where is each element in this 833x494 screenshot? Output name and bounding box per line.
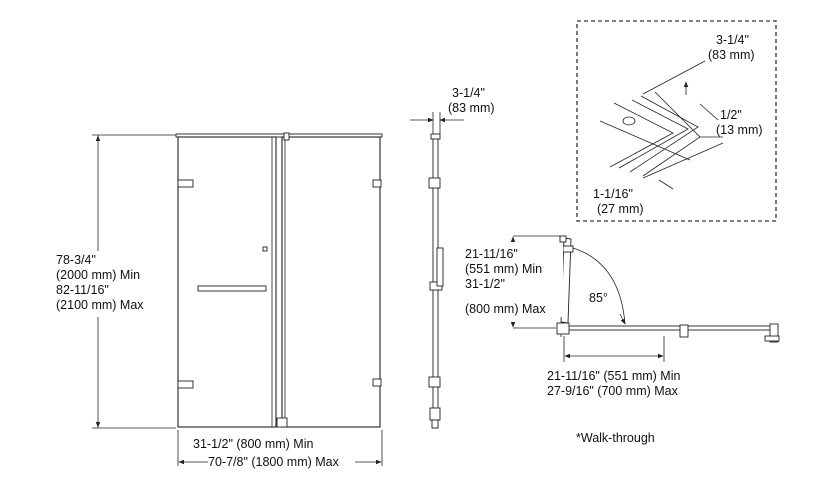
walk-through-note: *Walk-through [576,431,655,445]
plan-left-label-4: (800 mm) Max [465,302,546,316]
plan-left-label-2: (551 mm) Min [465,262,542,276]
plan-bottom-label-1: 21-11/16" (551 mm) Min [547,369,680,383]
detail-top-label-2: (83 mm) [708,48,755,62]
side-depth-label-2: (83 mm) [448,101,495,115]
door-knob [262,246,268,252]
side-handle [436,247,444,287]
detail-screw-hole [622,116,636,126]
plan-bottom-label-2: 27-9/16" (700 mm) Max [547,384,679,398]
detail-top-label-1: 3-1/4" [716,33,749,47]
side-view: 3-1/4" (83 mm) [410,86,495,429]
door-panel [177,136,277,428]
hinge-bottom [177,380,194,389]
height-label-1: 78-3/4" [56,253,96,267]
towel-bar-handle [197,285,267,292]
plan-view: 85° 21-11/16" (551 mm) Min 31-1/2" (800 … [463,235,780,398]
detail-frame [576,20,777,222]
height-label-4: (2100 mm) Max [56,298,144,312]
hinge-top [177,179,194,188]
side-depth-label-1: 3-1/4" [452,86,485,100]
top-connector [283,132,290,141]
plan-left-label-1: 21-11/16" [465,247,518,261]
plan-left-label-3: 31-1/2" [465,277,505,291]
plan-fixed-panel [562,325,779,331]
front-view: 78-3/4" (2000 mm) Min 82-11/16" (2100 mm… [50,132,383,469]
width-label-2: 70-7/8" (1800 mm) Max [208,455,340,469]
fixed-panel [281,136,381,428]
width-label-1: 31-1/2" (800 mm) Min [193,437,313,451]
plan-angle-label: 85° [589,291,608,305]
detail-bottom-label-2: (27 mm) [597,202,644,216]
height-label-2: (2000 mm) Min [56,268,140,282]
detail-view: 3-1/4" (83 mm) 1/2" (13 mm) 1-1/16" (27 … [576,20,777,222]
top-header-rail [175,133,383,138]
clamp-right-top [372,179,382,188]
detail-mid-label-2: (13 mm) [716,123,763,137]
detail-mid-label-1: 1/2" [720,108,742,122]
clamp-right-bottom [372,378,382,387]
detail-bottom-label-1: 1-1/16" [593,187,633,201]
bottom-connector [276,417,288,428]
height-label-3: 82-11/16" [56,283,109,297]
